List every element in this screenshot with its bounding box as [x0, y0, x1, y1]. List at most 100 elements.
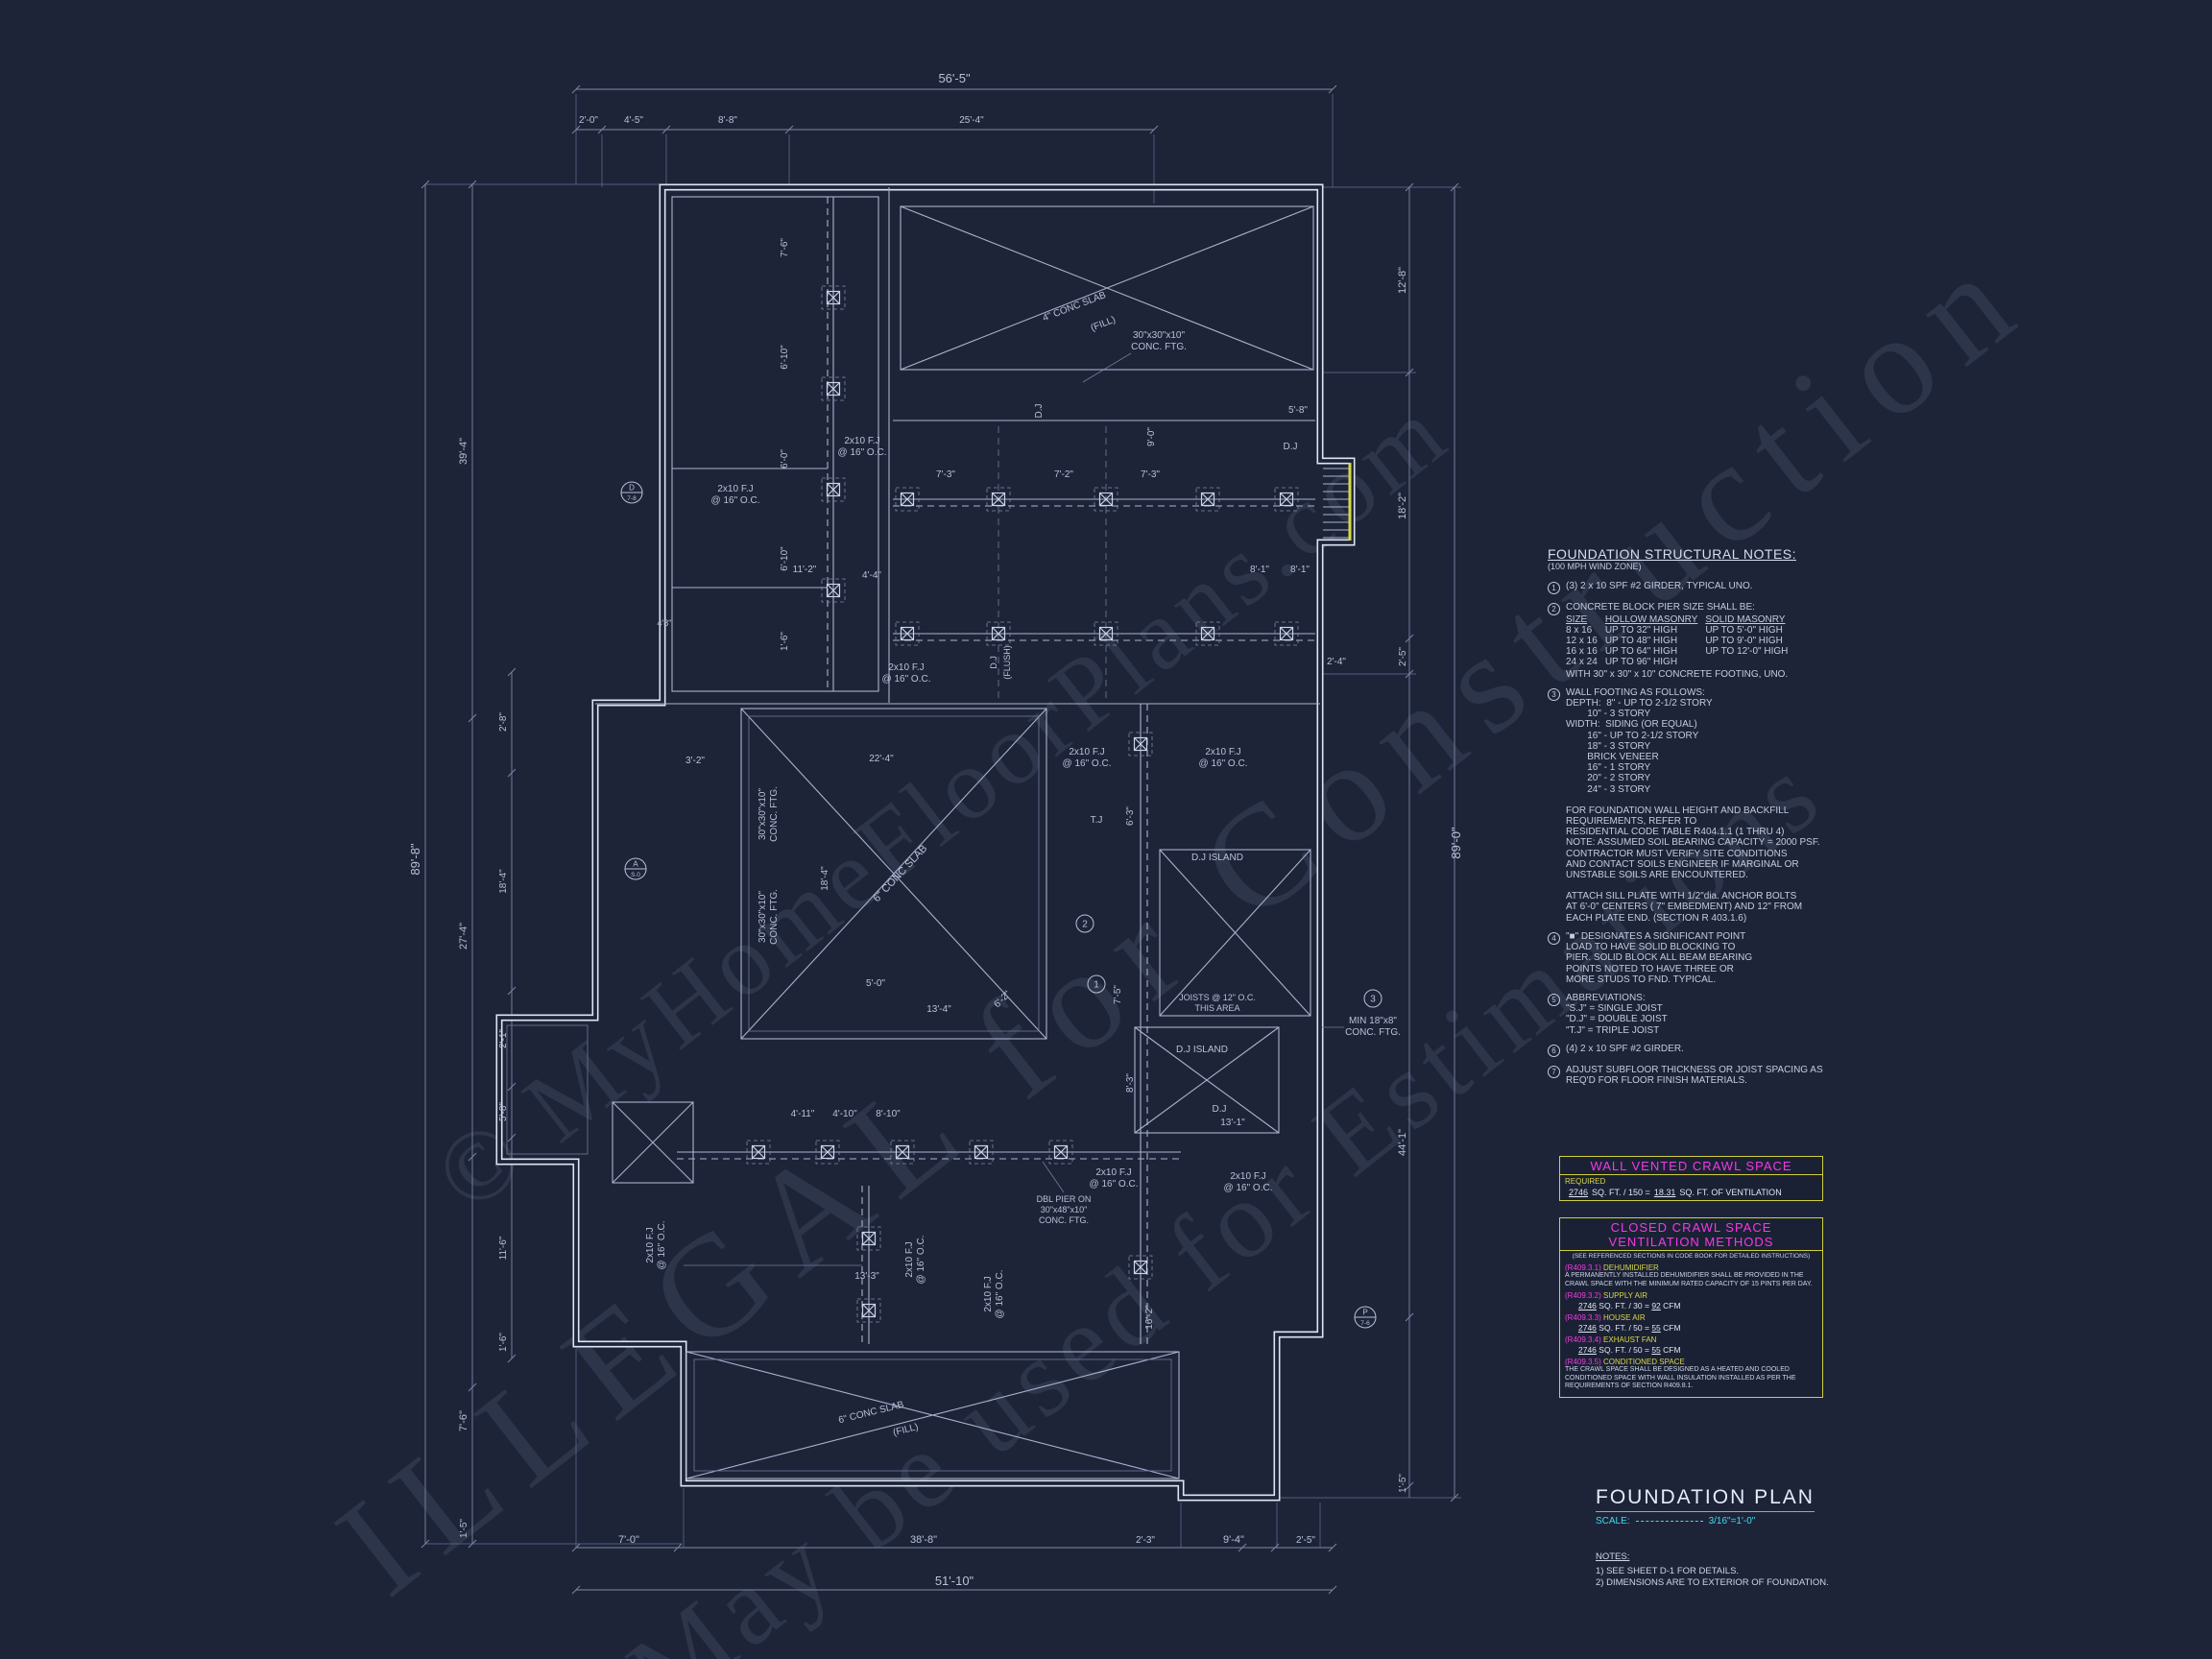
plan-annotation: 2'-4": [1327, 657, 1346, 667]
slab-areas: [612, 205, 1314, 1479]
plan-annotation: 1'-6": [498, 1333, 509, 1352]
plan-annotation: 18'-4": [820, 866, 830, 891]
plan-annotation: 18'-2": [1397, 493, 1408, 519]
note-number-badge: 5: [1548, 993, 1560, 1006]
plan-annotation: D.J: [1284, 442, 1298, 452]
svg-text:1: 1: [1094, 980, 1099, 991]
plan-annotation: @ 16" O.C.: [657, 1221, 667, 1270]
scale-label: SCALE:: [1596, 1516, 1630, 1527]
divider: [1560, 1174, 1822, 1175]
title-block: FOUNDATION PLAN SCALE: 3/16"=1'-0" NOTES…: [1596, 1486, 1912, 1590]
plan-annotation: 7'-3": [936, 469, 955, 480]
vent2-title-line2: VENTILATION METHODS: [1608, 1235, 1774, 1249]
note-line: (3) 2 x 10 SPF #2 GIRDER, TYPICAL UNO.: [1566, 581, 1753, 592]
stair-lines: [1323, 468, 1349, 539]
note-line: WITH 30" x 30" x 10" CONCRETE FOOTING, U…: [1566, 668, 1789, 680]
plan-marker: P7-6: [1354, 1306, 1377, 1329]
note-line: REQUIREMENTS, REFER TO: [1566, 816, 1697, 828]
code-reference: (R409.3.4): [1565, 1335, 1604, 1344]
plan-annotation: 2'-3": [1136, 1535, 1155, 1546]
plan-annotation: 2x10 F.J: [844, 436, 879, 446]
code-reference: (R409.3.5): [1565, 1358, 1604, 1366]
code-reference: (R409.3.1): [1565, 1263, 1604, 1272]
vent2-title-line1: CLOSED CRAWL SPACE: [1610, 1220, 1772, 1235]
plan-annotation: 2'-8": [498, 712, 509, 732]
plan-annotation: 1'-5": [1398, 1474, 1408, 1493]
note-body: (4) 2 x 10 SPF #2 GIRDER.: [1566, 1044, 1684, 1057]
plan-annotation: 18'-4": [498, 869, 509, 894]
note-line: AND CONTACT SOILS ENGINEER IF MARGINAL O…: [1566, 858, 1799, 870]
plan-annotation: 30"x30"x10": [1133, 330, 1185, 341]
plan-annotation: 4'8": [658, 618, 672, 628]
plan-annotation: 6" CONC SLAB: [871, 843, 929, 904]
plan-annotation: 89'-8": [408, 843, 422, 876]
method-calculation: 2746 SQ. FT. / 50 = 55 CFM: [1578, 1323, 1681, 1333]
plan-annotation: 2x10 F.J: [904, 1241, 915, 1277]
note-line: 24" - 3 STORY: [1566, 783, 1651, 795]
plan-annotation: 6'-10": [780, 546, 790, 571]
plan-annotation: 11'-2": [793, 565, 817, 575]
plan-annotation: 2'-5": [1296, 1535, 1315, 1546]
plan-annotation: 8'-3": [1125, 1073, 1136, 1093]
note-body: ABBREVIATIONS:"S.J" = SINGLE JOIST"D.J" …: [1566, 993, 1668, 1036]
note-line: [1566, 880, 1820, 891]
note-line: 16" - UP TO 2-1/2 STORY: [1566, 730, 1699, 741]
plan-annotation: 8'-1": [1290, 565, 1310, 575]
plan-annotation: (FLUSH): [1002, 645, 1012, 680]
note-line: 16" - 1 STORY: [1566, 762, 1651, 774]
plan-annotation: 2x10 F.J: [645, 1227, 656, 1262]
plan-annotation: 2x10 F.J: [1095, 1167, 1131, 1178]
note-line: LOAD TO HAVE SOLID BLOCKING TO: [1566, 942, 1736, 953]
plan-annotation: 4" CONC SLAB: [1042, 290, 1108, 324]
plan-annotation: 30"x30"x10": [757, 891, 768, 943]
plan-annotation: 13'-1": [1220, 1118, 1245, 1128]
note-line: CONCRETE BLOCK PIER SIZE SHALL BE:: [1566, 602, 1755, 613]
plan-annotation: @ 16" O.C.: [838, 447, 887, 458]
plan-annotation: MIN 18"x8": [1349, 1016, 1397, 1026]
note-line: "S.J" = SINGLE JOIST: [1566, 1003, 1663, 1015]
plan-annotation: 5'-8": [1288, 405, 1308, 416]
plan-annotation: 38'-8": [910, 1534, 937, 1546]
plan-annotation: 2x10 F.J: [983, 1276, 994, 1311]
method-description: A PERMANENTLY INSTALLED DEHUMIDIFIER SHA…: [1565, 1272, 1813, 1287]
note-line: ABBREVIATIONS:: [1566, 992, 1646, 1003]
note-line: [1566, 795, 1820, 805]
plan-annotation: 22'-4": [869, 754, 894, 764]
plan-annotation: 51'-10": [935, 1574, 974, 1588]
plan-annotation: 2'-1": [498, 1029, 509, 1048]
plan-annotation: 7'-3": [1141, 469, 1160, 480]
plan-annotation: 7'-6": [780, 238, 790, 257]
plan-annotation: 2x10 F.J: [1205, 747, 1240, 757]
plan-annotation: 4'-11": [791, 1109, 815, 1119]
code-reference: (R409.3.2): [1565, 1291, 1604, 1300]
note-line: EACH PLATE END. (SECTION R 403.1.6): [1566, 912, 1747, 924]
plan-annotation: 2'-0": [579, 115, 598, 126]
note-body: ADJUST SUBFLOOR THICKNESS OR JOIST SPACI…: [1566, 1065, 1823, 1086]
plan-annotation: 8'-8": [718, 115, 737, 126]
plan-annotation: 3'-2": [685, 756, 705, 766]
svg-text:3: 3: [1370, 995, 1376, 1005]
svg-text:7-8: 7-8: [627, 495, 637, 502]
structural-note: 6(4) 2 x 10 SPF #2 GIRDER.: [1548, 1044, 1840, 1057]
method-name: CONDITIONED SPACE: [1603, 1358, 1685, 1366]
dimension-lines: [421, 84, 1461, 1595]
plan-annotation: 25'-4": [959, 115, 984, 126]
note-line: "T.J" = TRIPLE JOIST: [1566, 1024, 1660, 1036]
structural-notes-panel: FOUNDATION STRUCTURAL NOTES: (100 MPH WI…: [1548, 547, 1840, 1094]
plan-annotation: 4'-4": [862, 570, 881, 581]
method-calculation: 2746 SQ. FT. / 30 = 92 CFM: [1578, 1301, 1681, 1310]
note-line: 10" - 3 STORY: [1566, 709, 1651, 720]
plan-annotation: @ 16" O.C.: [1199, 758, 1248, 769]
result-value: 18.31: [1653, 1188, 1676, 1197]
plan-annotation: 2x10 F.J: [888, 662, 924, 673]
note-number-badge: 3: [1548, 687, 1560, 701]
